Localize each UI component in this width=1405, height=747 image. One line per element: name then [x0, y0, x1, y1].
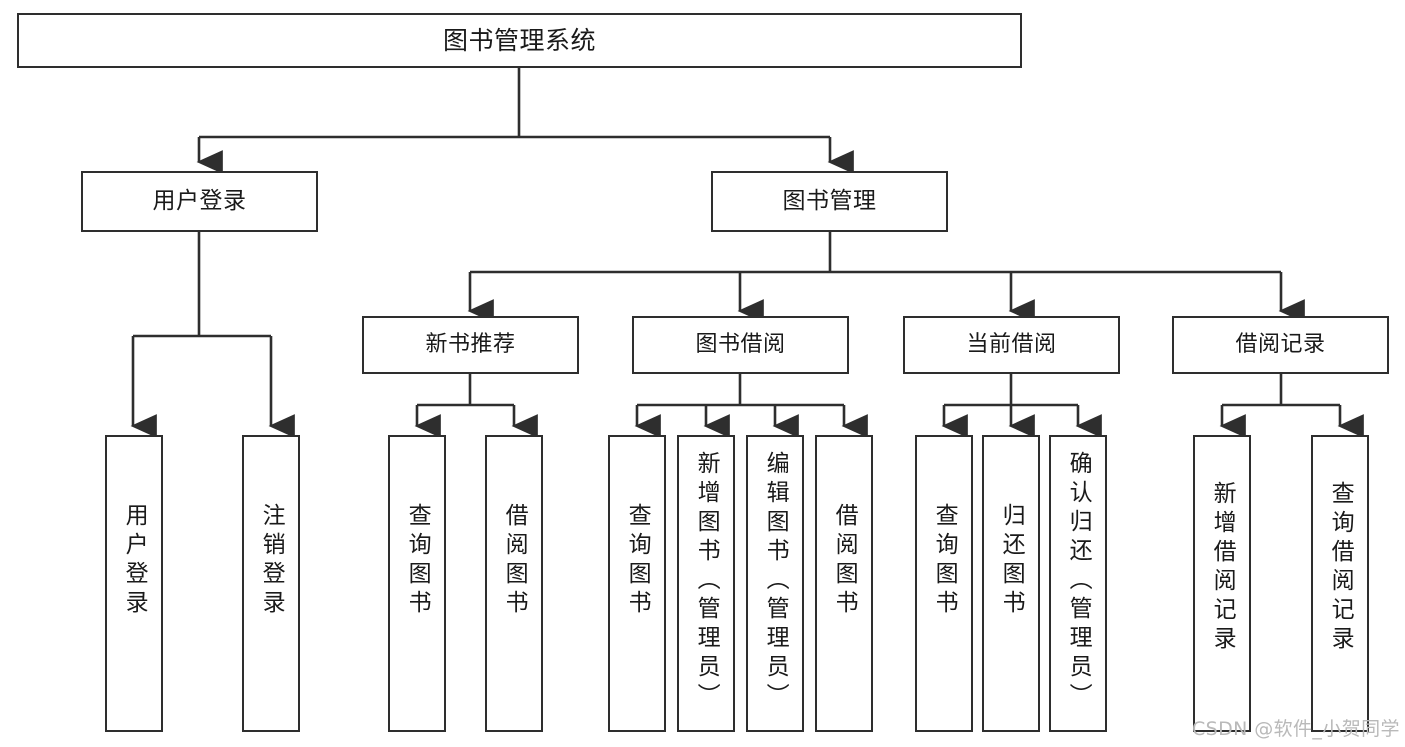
- node-leaf-logout[interactable]: 注销登录: [242, 435, 300, 732]
- node-leaf-confirm-return[interactable]: 确认归还（管理员）: [1049, 435, 1107, 732]
- node-book-management[interactable]: 图书管理: [711, 171, 948, 232]
- node-leaf-user-login[interactable]: 用户登录: [105, 435, 163, 732]
- node-label: 图书管理系统: [442, 25, 596, 55]
- node-label: 借阅记录: [1235, 332, 1326, 358]
- node-leaf-query-book-1[interactable]: 查询图书: [388, 435, 446, 732]
- node-label: 查询图书: [624, 503, 651, 619]
- node-label: 图书借阅: [695, 332, 786, 358]
- node-label: 借阅图书: [501, 503, 528, 619]
- node-leaf-query-book-2[interactable]: 查询图书: [608, 435, 666, 732]
- node-label: 查询借阅记录: [1327, 481, 1354, 655]
- node-leaf-borrow-book-2[interactable]: 借阅图书: [815, 435, 873, 732]
- node-label: 新增图书（管理员）: [693, 451, 720, 712]
- node-label: 编辑图书（管理员）: [762, 451, 789, 712]
- node-label: 查询图书: [931, 503, 958, 619]
- node-leaf-borrow-book-1[interactable]: 借阅图书: [485, 435, 543, 732]
- node-new-book-recommendation[interactable]: 新书推荐: [362, 316, 579, 374]
- node-leaf-edit-book[interactable]: 编辑图书（管理员）: [746, 435, 804, 732]
- node-borrowing-record[interactable]: 借阅记录: [1172, 316, 1389, 374]
- node-root-book-management-system[interactable]: 图书管理系统: [17, 13, 1022, 68]
- node-label: 归还图书: [998, 503, 1025, 619]
- watermark-text: CSDN @软件_小贺同学: [1192, 718, 1400, 740]
- node-leaf-add-book[interactable]: 新增图书（管理员）: [677, 435, 735, 732]
- node-leaf-return-book[interactable]: 归还图书: [982, 435, 1040, 732]
- csdn-watermark: CSDN @软件_小贺同学: [1192, 714, 1400, 741]
- node-label: 当前借阅: [966, 332, 1057, 358]
- node-label: 图书管理: [782, 187, 877, 214]
- node-label: 新增借阅记录: [1209, 481, 1236, 655]
- node-label: 确认归还（管理员）: [1065, 451, 1092, 712]
- node-label: 新书推荐: [425, 332, 516, 358]
- node-book-borrowing[interactable]: 图书借阅: [632, 316, 849, 374]
- node-user-login[interactable]: 用户登录: [81, 171, 318, 232]
- node-label: 注销登录: [258, 503, 285, 619]
- node-current-borrowing[interactable]: 当前借阅: [903, 316, 1120, 374]
- node-label: 查询图书: [404, 503, 431, 619]
- node-leaf-query-borrow-record[interactable]: 查询借阅记录: [1311, 435, 1369, 732]
- node-leaf-add-borrow-record[interactable]: 新增借阅记录: [1193, 435, 1251, 732]
- node-leaf-query-book-3[interactable]: 查询图书: [915, 435, 973, 732]
- node-label: 用户登录: [121, 503, 148, 619]
- node-label: 借阅图书: [831, 503, 858, 619]
- node-label: 用户登录: [152, 187, 247, 214]
